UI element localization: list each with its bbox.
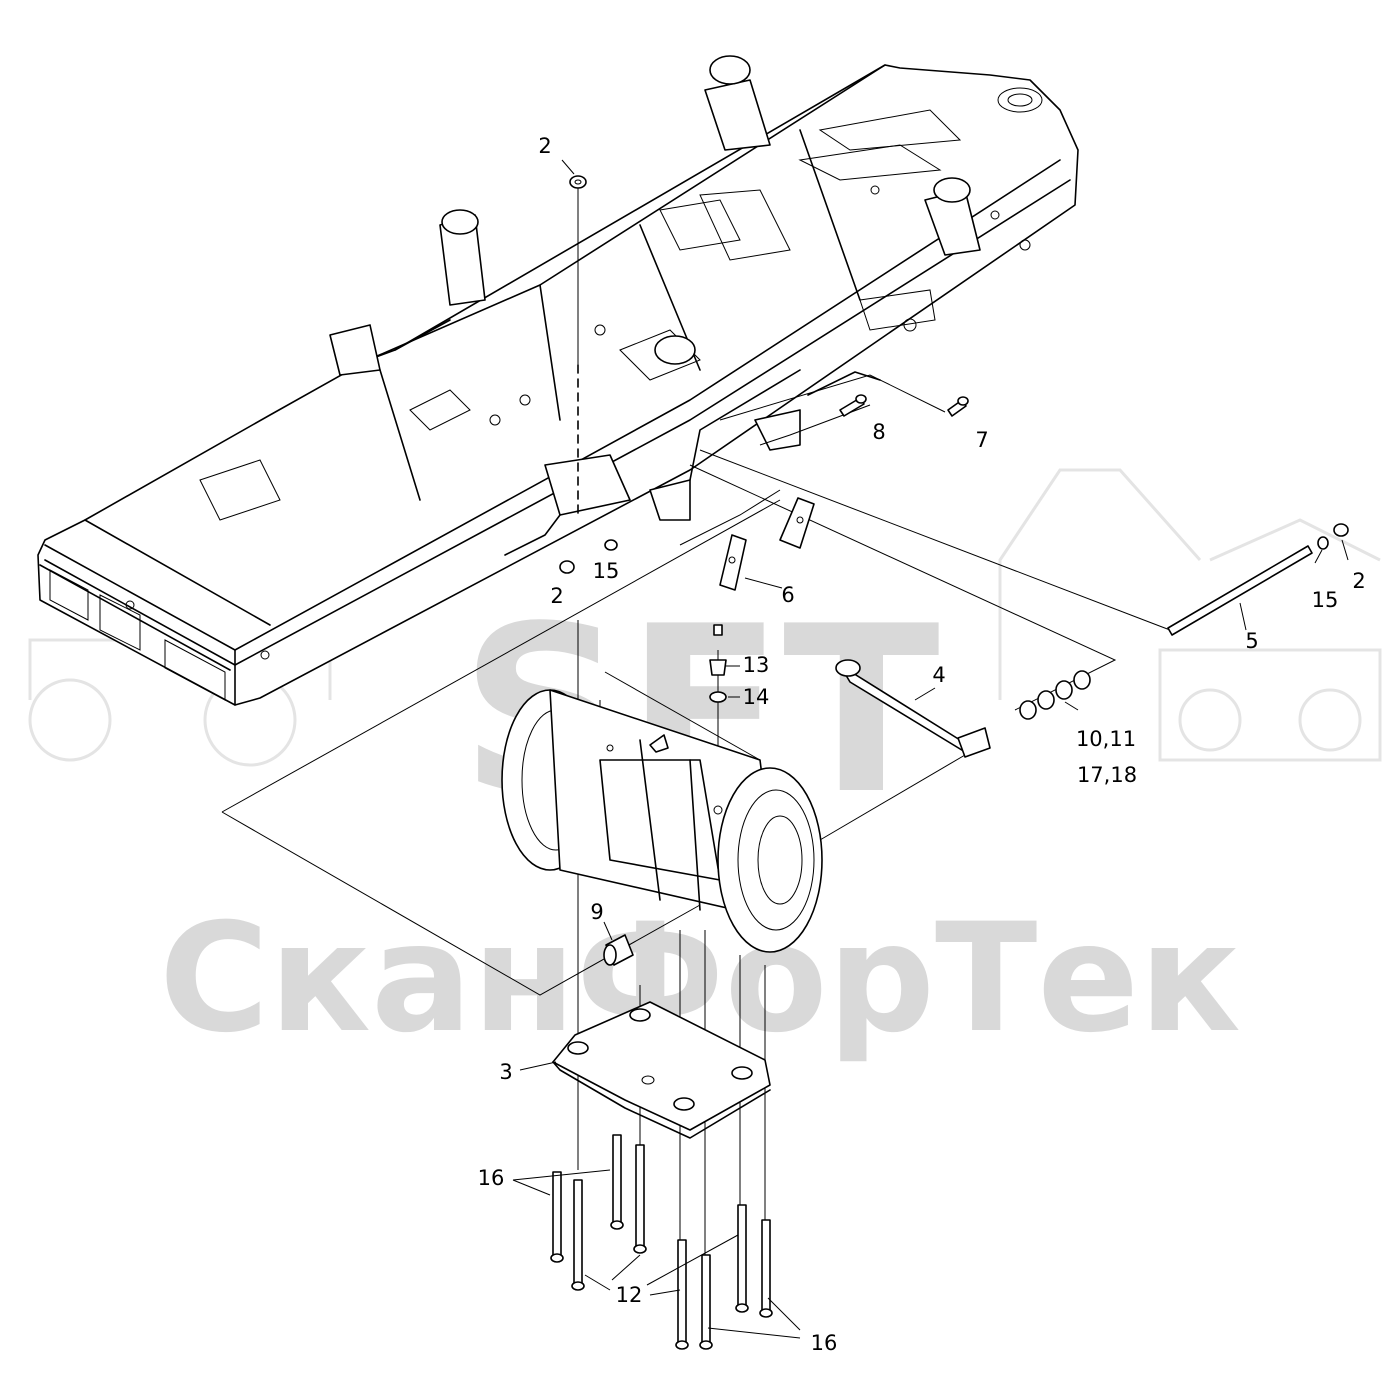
callout-9: 9 xyxy=(590,900,603,924)
callout-16-right: 16 xyxy=(811,1331,838,1355)
callout-15-right: 15 xyxy=(1312,588,1339,612)
rod-part-5 xyxy=(1167,545,1313,636)
washer-right xyxy=(1317,536,1329,550)
callout-16-left: 16 xyxy=(478,1166,505,1190)
callout-10-11: 10,11 xyxy=(1076,727,1136,751)
bushing-part-9 xyxy=(603,934,634,966)
callout-labels: 2 2 2 15 15 8 7 6 5 4 13 14 10,11 17,18 … xyxy=(478,134,1366,1355)
bolt-group-12 xyxy=(571,1144,689,1350)
callout-2-top: 2 xyxy=(538,134,551,158)
nut-lower-left xyxy=(559,560,575,574)
callout-3: 3 xyxy=(499,1060,512,1084)
bolt-part-7 xyxy=(947,396,969,417)
callout-leaders xyxy=(512,159,1349,1339)
callout-2-right: 2 xyxy=(1352,569,1365,593)
fitting-part-13 xyxy=(709,624,727,676)
washer-set-part-10 xyxy=(1019,670,1091,720)
callout-17-18: 17,18 xyxy=(1077,763,1137,787)
bolt-group-16-left xyxy=(550,1134,624,1263)
machine-frame xyxy=(37,55,1079,706)
callout-13: 13 xyxy=(743,653,770,677)
callout-8: 8 xyxy=(872,420,885,444)
callout-2-lower: 2 xyxy=(550,584,563,608)
washer-part-14 xyxy=(709,691,727,703)
watermark-excavator-right xyxy=(998,468,1382,762)
frame-body xyxy=(37,64,1079,706)
nut-right xyxy=(1333,523,1349,537)
frame-mount-top xyxy=(704,79,771,151)
callout-6: 6 xyxy=(781,583,794,607)
axle-housing xyxy=(501,689,823,953)
callout-7: 7 xyxy=(975,428,988,452)
plate-part-3 xyxy=(552,1001,771,1139)
link-arm-part-4 xyxy=(835,659,991,758)
bolt-group-16-right xyxy=(699,1204,773,1350)
washer-lower-left xyxy=(604,539,618,551)
callout-15-lower: 15 xyxy=(593,559,620,583)
callout-12: 12 xyxy=(616,1283,643,1307)
callout-4: 4 xyxy=(932,663,945,687)
nut-top xyxy=(569,175,587,189)
bolt-part-8 xyxy=(839,394,867,417)
callout-5: 5 xyxy=(1245,629,1258,653)
bracket-part-6 xyxy=(719,497,815,591)
callout-14: 14 xyxy=(743,685,770,709)
